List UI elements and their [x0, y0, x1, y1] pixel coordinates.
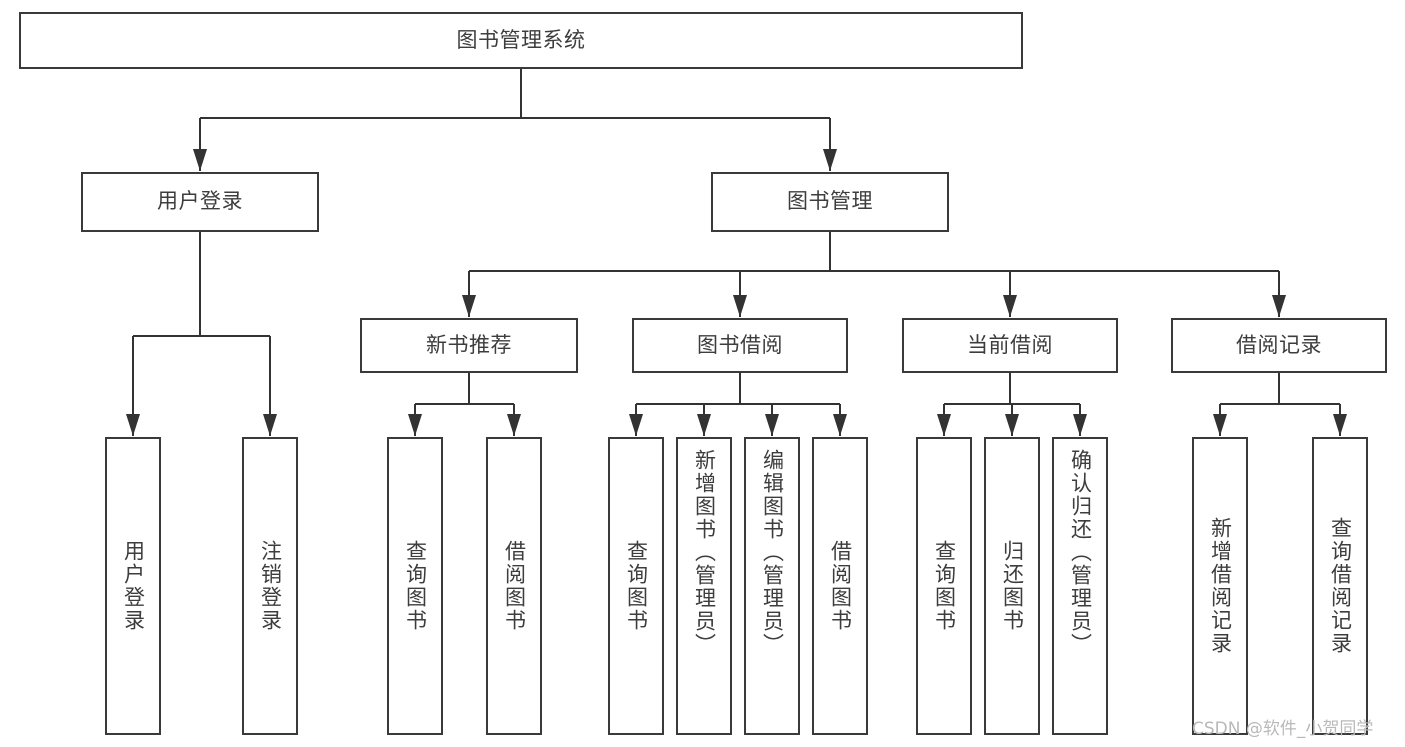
node-label-root: 图书管理系统 [456, 27, 586, 52]
node-label-leaf-edit-book: 编辑图书（管理员） [760, 449, 785, 656]
arrow-head-leaf-query-book-rec [408, 414, 422, 436]
arrow-head-leaf-query-borrow-record [1333, 414, 1347, 436]
node-user-login[interactable]: 用户登录 [81, 172, 319, 232]
node-leaf-query-book-current[interactable]: 查询图书 [916, 437, 972, 735]
arrow-head-leaf-borrow-book [833, 414, 847, 436]
node-borrow-record[interactable]: 借阅记录 [1171, 318, 1387, 373]
node-label-leaf-user-logout: 注销登录 [258, 540, 283, 632]
node-label-leaf-user-login: 用户登录 [121, 540, 146, 632]
node-leaf-edit-book[interactable]: 编辑图书（管理员） [744, 437, 800, 735]
node-book-management[interactable]: 图书管理 [711, 172, 949, 232]
node-leaf-user-logout[interactable]: 注销登录 [242, 437, 298, 735]
node-leaf-add-borrow-record[interactable]: 新增借阅记录 [1192, 437, 1248, 735]
node-label-leaf-borrow-book: 借阅图书 [828, 540, 853, 632]
arrow-head-book-borrow [733, 295, 747, 317]
node-label-leaf-add-borrow-record: 新增借阅记录 [1208, 517, 1233, 655]
node-new-book-recommend[interactable]: 新书推荐 [360, 318, 578, 373]
arrow-head-leaf-borrow-book-rec [507, 414, 521, 436]
arrow-head-book-management [823, 149, 837, 171]
arrow-head-leaf-user-logout [263, 414, 277, 436]
node-label-current-borrow: 当前借阅 [967, 332, 1053, 357]
node-label-leaf-query-book-current: 查询图书 [932, 540, 957, 632]
node-label-book-management: 图书管理 [787, 189, 873, 214]
arrow-head-leaf-confirm-return [1073, 414, 1087, 436]
arrow-head-borrow-record [1272, 295, 1286, 317]
node-label-leaf-query-borrow-record: 查询借阅记录 [1328, 517, 1353, 655]
arrow-head-leaf-add-borrow-record [1213, 414, 1227, 436]
node-leaf-query-borrow-record[interactable]: 查询借阅记录 [1312, 437, 1368, 735]
arrow-head-leaf-return-book [1005, 414, 1019, 436]
node-leaf-query-book-borrow[interactable]: 查询图书 [608, 437, 664, 735]
arrow-head-leaf-query-book-borrow [629, 414, 643, 436]
arrow-head-leaf-user-login [126, 414, 140, 436]
node-label-user-login: 用户登录 [157, 189, 243, 214]
node-label-leaf-query-book-rec: 查询图书 [403, 540, 428, 632]
node-label-leaf-confirm-return: 确认归还（管理员） [1068, 449, 1093, 656]
node-current-borrow[interactable]: 当前借阅 [902, 318, 1118, 373]
node-leaf-query-book-rec[interactable]: 查询图书 [387, 437, 443, 735]
node-leaf-borrow-book-rec[interactable]: 借阅图书 [486, 437, 542, 735]
node-label-leaf-borrow-book-rec: 借阅图书 [502, 540, 527, 632]
node-label-new-book-recommend: 新书推荐 [426, 332, 512, 357]
node-label-leaf-return-book: 归还图书 [1000, 540, 1025, 632]
node-leaf-add-book[interactable]: 新增图书（管理员） [676, 437, 732, 735]
watermark-text: CSDN @软件_小贺同学 [1192, 719, 1374, 739]
node-root[interactable]: 图书管理系统 [19, 12, 1023, 69]
node-label-leaf-query-book-borrow: 查询图书 [624, 540, 649, 632]
arrow-head-user-login [193, 149, 207, 171]
arrow-head-leaf-add-book [697, 414, 711, 436]
node-leaf-user-login[interactable]: 用户登录 [105, 437, 161, 735]
arrow-head-leaf-query-book-current [937, 414, 951, 436]
node-leaf-borrow-book[interactable]: 借阅图书 [812, 437, 868, 735]
node-label-leaf-add-book: 新增图书（管理员） [692, 449, 717, 656]
arrow-head-current-borrow [1003, 295, 1017, 317]
arrow-head-leaf-edit-book [765, 414, 779, 436]
node-label-book-borrow: 图书借阅 [697, 332, 783, 357]
arrow-head-new-book-recommend [462, 295, 476, 317]
node-book-borrow[interactable]: 图书借阅 [632, 318, 848, 373]
node-leaf-return-book[interactable]: 归还图书 [984, 437, 1040, 735]
node-label-borrow-record: 借阅记录 [1236, 332, 1322, 357]
node-leaf-confirm-return[interactable]: 确认归还（管理员） [1052, 437, 1108, 735]
